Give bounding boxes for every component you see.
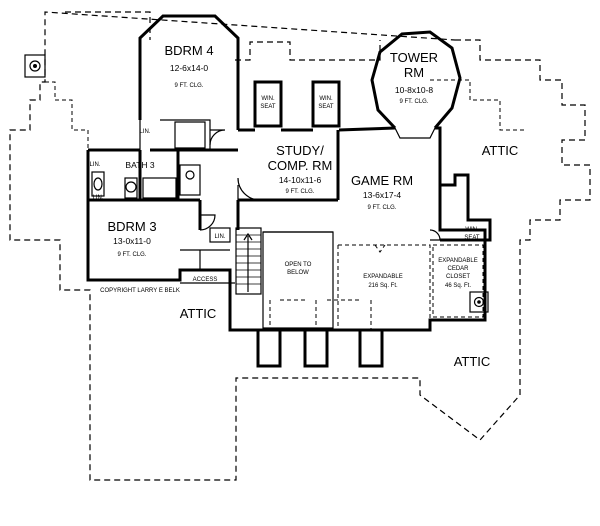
main-walls [86,126,487,332]
game-right-wall [440,173,492,242]
bath3-name: BATH 3 [125,160,154,170]
lin-2: LIN. [89,162,100,168]
cedar-2: CEDAR [447,266,469,272]
bdrm4-name: BDRM 4 [164,43,213,58]
bdrm3-dims: 13-0x11-0 [113,236,151,246]
bath3-counter [179,164,201,196]
bath3-sink [93,177,103,191]
bath3-toilet-box [124,177,138,199]
lin-3: LIN. [92,195,103,201]
study-win-seat-left [253,80,283,128]
study-win-seat-right [311,80,341,128]
open-below-1: OPEN TO [285,262,312,268]
access-label: ACCESS [193,277,218,283]
bdrm3-closet [180,249,230,270]
study-door [237,177,261,201]
open-to-below-area [262,231,334,329]
lin-4: LIN. [214,234,225,240]
cedar-3: CLOSET [446,274,470,280]
bath3-tub [142,177,177,199]
study-clg: 9 FT. CLG. [285,189,314,195]
attic-left-inner [45,81,89,150]
bath3-counter-sink [185,170,195,180]
win-seat-1a: WIN. [261,96,275,102]
bath3-vanity [91,171,105,197]
study-dims: 14-10x11-6 [279,175,322,185]
tower-clg: 9 FT. CLG. [399,99,428,105]
vent-box-left [24,54,46,78]
vent-circle-left [29,60,41,72]
attic-right-inner [430,79,525,131]
bath3-walls [88,148,238,230]
expandable-area [337,244,431,328]
bdrm4-dims: 12-6x14-0 [170,63,209,73]
attic-label-3: ATTIC [454,354,491,369]
game-name: GAME RM [351,173,413,188]
bdrm4-walls [138,14,240,130]
tower-dims: 10-8x10-8 [395,85,434,95]
bdrm3-door [199,214,216,231]
study-name-2: COMP. RM [268,158,333,173]
bath3-toilet [125,181,137,193]
win-seat-1b: SEAT [260,104,276,110]
attic-label-2: ATTIC [180,306,217,321]
lin-1: LIN. [139,129,150,135]
bdrm3-clg: 9 FT. CLG. [117,252,146,258]
tower-walls [370,30,462,130]
game-door [429,229,441,241]
porch-columns [256,328,384,368]
win-seat-3a: WIN. [465,227,479,233]
tower-name-1: TOWER [390,50,438,65]
expandable-1: EXPANDABLE [363,274,403,280]
copyright: COPYRIGHT LARRY E BELK [100,288,180,294]
attic-outline [9,11,591,481]
bdrm4-closet [139,119,211,150]
vent-box-right [469,291,489,313]
study-name-1: STUDY/ [276,143,324,158]
vent-dot-right [477,300,481,304]
cedar-1: EXPANDABLE [438,258,478,264]
bdrm4-clg: 9 FT. CLG. [174,83,203,89]
open-below-2: BELOW [287,270,309,276]
hall-walls [236,198,338,230]
bdrm4-door [209,129,226,146]
stair [235,227,262,295]
win-seat-2a: WIN. [319,96,333,102]
cedar-4: 46 Sq. Ft. [445,283,471,289]
expandable-2: 216 Sq. Ft. [368,283,398,289]
game-clg: 9 FT. CLG. [367,205,396,211]
cedar-closet [432,244,484,318]
porch-dashed [269,299,372,330]
attic-label-1: ATTIC [482,143,519,158]
win-seat-2b: SEAT [318,104,334,110]
game-dims: 13-6x17-4 [363,190,402,200]
bdrm3-name: BDRM 3 [107,219,156,234]
win-seat-3b: SEAT [464,235,480,241]
tower-name-2: RM [404,65,424,80]
bdrm3-lin [209,227,231,243]
vent-dot-left [33,64,37,68]
tower-neck [394,127,436,139]
